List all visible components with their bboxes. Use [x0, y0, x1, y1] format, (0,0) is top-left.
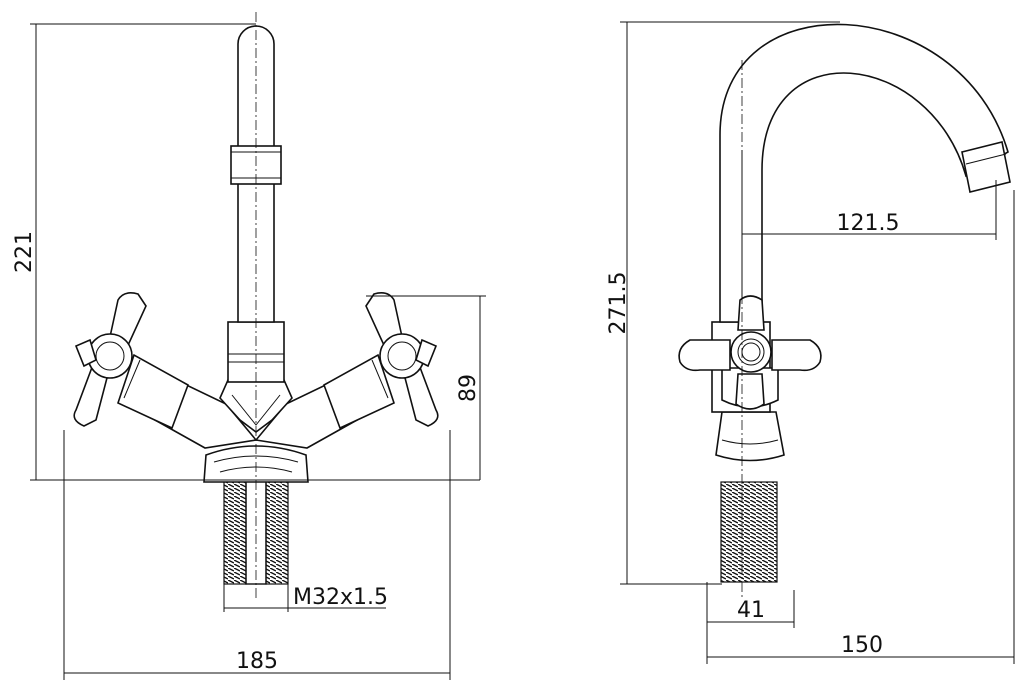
- dim-side-reach: 121.5: [837, 211, 900, 236]
- side-base: [715, 411, 785, 462]
- front-threaded-shank: [223, 479, 289, 585]
- front-right-handle: [365, 292, 439, 427]
- dim-side-depth: 150: [841, 633, 883, 658]
- front-dimension-lines: [30, 23, 486, 680]
- side-aerator: [961, 141, 1011, 193]
- front-right-arm: [254, 353, 395, 449]
- dim-side-height: 271.5: [606, 272, 631, 335]
- dim-front-width: 185: [236, 649, 278, 674]
- dim-thread: M32x1.5: [293, 585, 388, 610]
- side-gooseneck-spout: [719, 23, 1009, 323]
- side-view: 271.5 121.5 41 150: [606, 21, 1015, 664]
- side-dimension-lines: [620, 21, 1015, 664]
- front-view: 221 89 185 M32x1.5: [12, 12, 486, 680]
- dim-front-handle-height: 89: [456, 374, 481, 402]
- front-left-handle: [73, 292, 147, 427]
- dim-front-height: 221: [12, 231, 37, 273]
- front-left-arm: [117, 353, 258, 449]
- side-threaded-shank: [720, 481, 778, 583]
- side-cross-handle: [678, 295, 822, 410]
- dim-side-base: 41: [737, 598, 765, 623]
